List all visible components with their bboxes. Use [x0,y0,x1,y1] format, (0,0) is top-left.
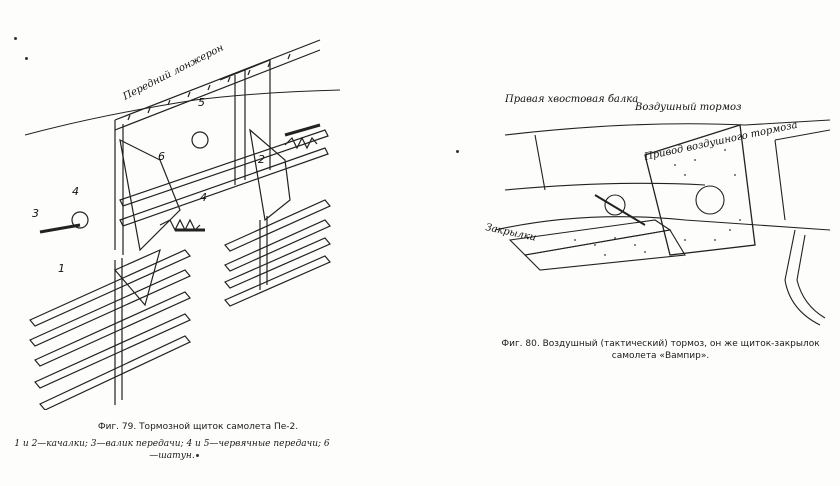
figure-79-illustration: Передний лонжерон 1 2 3 4 4 5 6 [20,20,350,410]
right-tail-boom-label: Правая хвостовая балка [504,94,638,105]
figure-79-caption-legend: 1 и 2—качалки; 3—валик передачи; 4 и 5—ч… [14,439,330,461]
callout-3: 3 [32,207,39,220]
air-brake-drawing: Правая хвостовая балка Воздушный тормоз … [485,94,830,326]
paper-speck [25,57,28,60]
figure-80-caption: Фиг. 80. Воздушный (тактический) тормоз,… [501,339,820,361]
figure-79-caption-title: Фиг. 79. Тормозной щиток самолета Пе-2. [97,422,299,432]
paper-speck [14,37,17,40]
paper-speck [456,150,459,153]
callout-2: 2 [258,153,265,166]
callout-5: 5 [198,96,205,109]
callout-4b: 4 [200,191,207,204]
figure-80-illustration: Правая хвостовая балка Воздушный тормоз … [485,80,830,330]
callout-4a: 4 [72,185,79,198]
callout-1: 1 [58,262,65,275]
air-brake-label: Воздушный тормоз [634,102,741,113]
brake-flap-drawing: Передний лонжерон 1 2 3 4 4 5 6 [24,39,341,410]
paper-speck [196,454,199,457]
front-spar-label: Передний лонжерон [120,42,225,103]
callout-6: 6 [158,150,165,163]
